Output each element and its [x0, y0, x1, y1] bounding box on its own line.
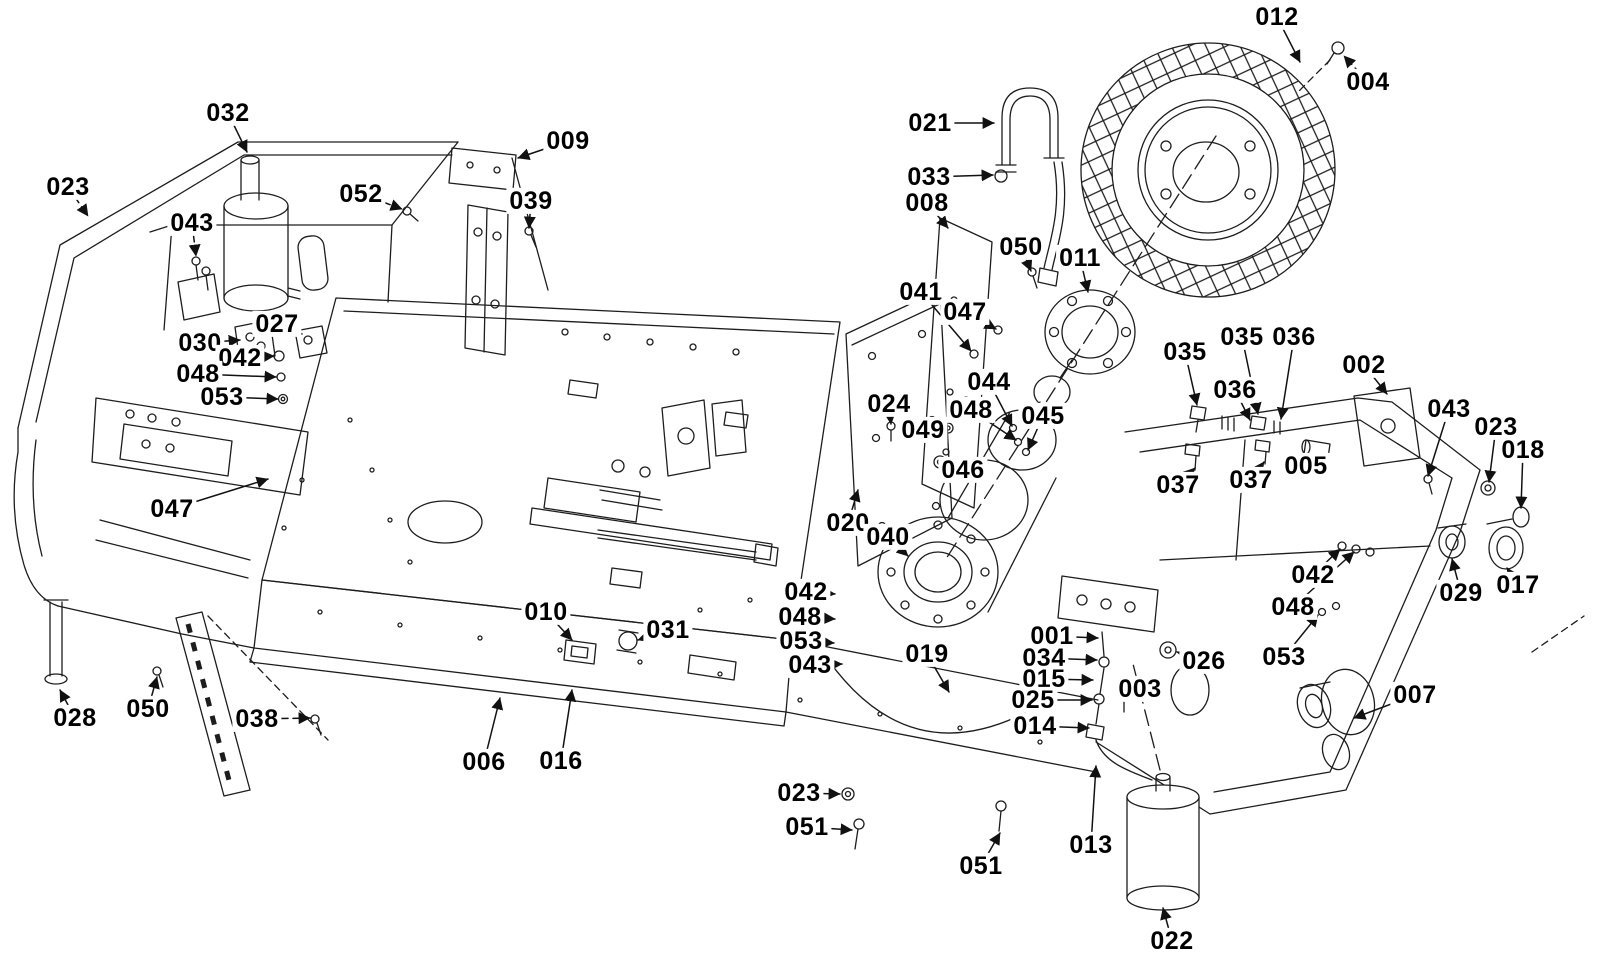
leader-line-020 — [847, 489, 861, 524]
leader-line-040 — [887, 536, 909, 557]
leader-line-043 — [809, 658, 843, 671]
leader-line-039 — [523, 200, 536, 229]
right-frame-illustration — [1057, 387, 1585, 911]
leader-line-004 — [1343, 55, 1369, 83]
leader-line-029 — [1449, 558, 1462, 594]
leader-line-036 — [1276, 336, 1295, 420]
leader-line-012 — [1276, 16, 1301, 63]
leader-line-026 — [1176, 649, 1205, 662]
drive-assembly-illustration — [845, 87, 1217, 628]
leader-line-010 — [545, 611, 573, 641]
leader-line-043 — [188, 222, 201, 257]
leader-line-008 — [926, 202, 949, 229]
leader-line-047 — [964, 311, 997, 330]
leader-line-016 — [560, 689, 577, 762]
leader-line-022 — [1160, 907, 1173, 942]
leader-line-009 — [517, 140, 569, 161]
leader-line-047 — [171, 476, 269, 510]
leader-line-018 — [1515, 449, 1528, 509]
leader-line-024 — [883, 403, 896, 425]
leader-line-037 — [1177, 467, 1196, 486]
wheel-illustration — [1080, 41, 1345, 298]
leader-line-050 — [1020, 246, 1033, 272]
leader-line-050 — [147, 676, 160, 710]
leader-line-023 — [1484, 426, 1497, 483]
leader-line-049 — [922, 423, 945, 436]
leader-line-005 — [1303, 454, 1317, 468]
lower-frame-illustration — [152, 579, 1099, 850]
leader-line-042 — [805, 587, 836, 600]
leader-line-033 — [928, 169, 994, 182]
leader-line-035 — [1241, 336, 1262, 415]
leader-line-051 — [806, 823, 853, 836]
leader-line-048 — [1292, 551, 1355, 608]
leader-line-001 — [1051, 631, 1099, 644]
leader-line-051 — [980, 832, 1001, 867]
leader-line-023 — [67, 186, 89, 217]
leader-line-031 — [637, 629, 669, 643]
leader-line-013 — [1089, 765, 1102, 846]
leader-line-053 — [1283, 614, 1319, 658]
leader-line-002 — [1363, 364, 1388, 395]
leader-line-042 — [1312, 548, 1341, 576]
leader-line-011 — [1079, 257, 1092, 293]
leader-line-023 — [798, 787, 841, 800]
leader-line-043 — [1425, 408, 1450, 477]
leader-line-052 — [360, 193, 403, 211]
leader-line-034 — [1043, 653, 1098, 666]
leader-line-019 — [926, 653, 950, 693]
deck-illustration — [261, 297, 841, 665]
leader-line-048 — [799, 612, 836, 625]
chassis-left-illustration — [13, 141, 549, 685]
leader-line-006 — [483, 697, 504, 763]
leader-line-007 — [1353, 694, 1416, 720]
leader-line-028 — [59, 689, 76, 719]
leader-line-044 — [988, 381, 1013, 427]
leader-line-015 — [1043, 673, 1094, 686]
leader-line-014 — [1034, 721, 1090, 734]
leader-line-035 — [1184, 351, 1201, 406]
leader-line-037 — [1250, 461, 1265, 481]
leader-line-003 — [1130, 682, 1144, 695]
leader-line-045 — [1027, 415, 1044, 451]
leader-line-027 — [276, 323, 303, 336]
leader-line-017 — [1506, 567, 1519, 586]
leader-line-038 — [256, 712, 311, 725]
leader-line-048 — [197, 370, 277, 383]
leader-line-053 — [221, 392, 279, 405]
leader-line-030 — [199, 334, 241, 347]
